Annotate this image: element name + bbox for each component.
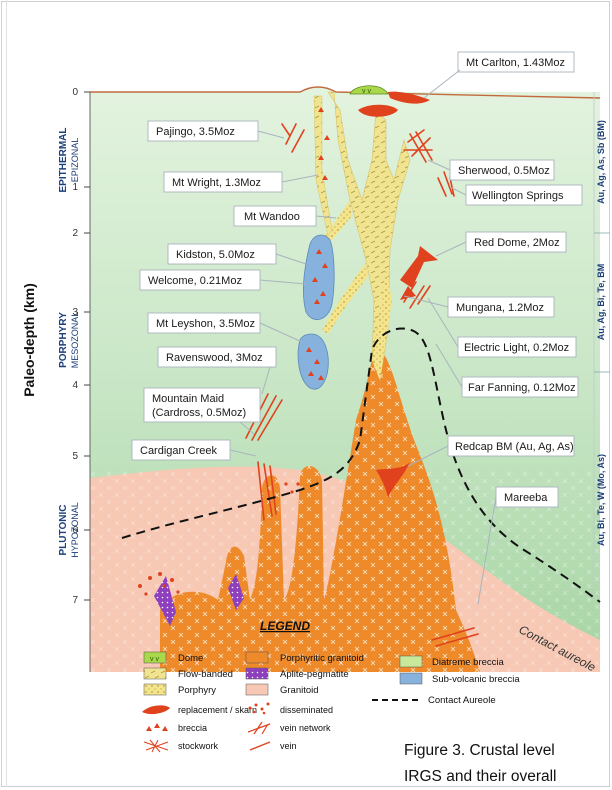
- legend-porphyry: Porphyry: [178, 685, 216, 696]
- svg-text:Red Dome, 2Moz: Red Dome, 2Moz: [474, 237, 560, 249]
- caption-line-1: Figure 3. Crustal level: [404, 738, 612, 764]
- callout-mt-carlton: Mt Carlton, 1.43Moz: [424, 52, 574, 98]
- zone-plutonic: PLUTONIC: [58, 505, 69, 556]
- svg-text:1: 1: [72, 182, 78, 193]
- svg-text:Electric Light, 0.2Moz: Electric Light, 0.2Moz: [464, 342, 569, 354]
- legend-disseminated: disseminated: [280, 705, 333, 715]
- depth-axis-label: Paleo-depth (km): [21, 283, 37, 397]
- legend-granitoid: Granitoid: [280, 685, 319, 696]
- legend-breccia: breccia: [178, 723, 207, 733]
- legend-title: LEGEND: [260, 619, 310, 633]
- svg-text:5: 5: [72, 451, 78, 462]
- svg-text:Cardigan Creek: Cardigan Creek: [140, 445, 218, 457]
- svg-text:(Cardross, 0.5Moz): (Cardross, 0.5Moz): [152, 407, 246, 419]
- svg-text:7: 7: [72, 595, 78, 606]
- svg-text:Redcap BM (Au, Ag, As): Redcap BM (Au, Ag, As): [455, 441, 574, 453]
- metal-suite-epithermal: Au, Ag, As, Sb (BM): [596, 120, 606, 204]
- legend-contact-aureole: Contact Aureole: [428, 695, 496, 706]
- legend-diatreme-breccia: Diatreme breccia: [432, 657, 505, 668]
- svg-text:Mareeba: Mareeba: [504, 492, 548, 504]
- legend-dome: Dome: [178, 653, 203, 664]
- svg-text:Mt Wandoo: Mt Wandoo: [244, 211, 300, 223]
- caption-line-2: IRGS and their overall: [404, 764, 612, 790]
- metal-suite-porphyry: Au, Ag, Bi, Te, BM: [596, 264, 606, 341]
- svg-text:Wellington Springs: Wellington Springs: [472, 190, 564, 202]
- zone-mesozonal: MESOZONAL: [70, 312, 80, 369]
- svg-text:Welcome, 0.21Moz: Welcome, 0.21Moz: [148, 275, 242, 287]
- zone-epizonal: EPIZONAL: [70, 138, 80, 183]
- legend-replacement-skarn: replacement / skarn: [178, 705, 257, 715]
- figure-caption: Figure 3. Crustal level IRGS and their o…: [404, 738, 612, 790]
- svg-text:Mt Wright, 1.3Moz: Mt Wright, 1.3Moz: [172, 177, 261, 189]
- zone-epithermal: EPITHERMAL: [58, 128, 69, 193]
- svg-text:2: 2: [72, 228, 78, 239]
- zone-hypozonal: HYPOZONAL: [70, 502, 80, 558]
- svg-text:v v: v v: [362, 88, 371, 95]
- svg-text:v v: v v: [150, 656, 159, 663]
- legend-porphyritic-granitoid: Porphyritic granitoid: [280, 653, 364, 664]
- svg-text:Kidston, 5.0Moz: Kidston, 5.0Moz: [176, 249, 255, 261]
- svg-text:Ravenswood, 3Moz: Ravenswood, 3Moz: [166, 352, 263, 364]
- svg-text:Mt Carlton, 1.43Moz: Mt Carlton, 1.43Moz: [466, 57, 565, 69]
- svg-text:Mungana, 1.2Moz: Mungana, 1.2Moz: [456, 302, 544, 314]
- zone-porphyry: PORPHYRY: [58, 312, 69, 368]
- legend-stockwork: stockwork: [178, 741, 219, 751]
- callout-wellington-springs: Wellington Springs: [452, 185, 582, 205]
- legend-aplite-pegmatite: Aplite-pegmatite: [280, 669, 349, 680]
- svg-text:4: 4: [72, 380, 78, 391]
- svg-text:Mt Leyshon, 3.5Moz: Mt Leyshon, 3.5Moz: [156, 318, 255, 330]
- legend-vein-network: vein network: [280, 723, 331, 733]
- metal-suite-plutonic: Au, Bi, Te, W (Mo, As): [596, 454, 606, 546]
- svg-text:Mountain Maid: Mountain Maid: [152, 393, 224, 405]
- svg-text:Sherwood, 0.5Moz: Sherwood, 0.5Moz: [458, 165, 550, 177]
- svg-text:0: 0: [72, 87, 78, 98]
- legend-flow-banded: Flow-banded: [178, 669, 233, 680]
- svg-text:Far Fanning, 0.12Moz: Far Fanning, 0.12Moz: [468, 382, 576, 394]
- legend-subvolcanic-breccia: Sub-volcanic breccia: [432, 674, 520, 685]
- svg-text:Pajingo, 3.5Moz: Pajingo, 3.5Moz: [156, 126, 235, 138]
- legend-vein: vein: [280, 741, 297, 751]
